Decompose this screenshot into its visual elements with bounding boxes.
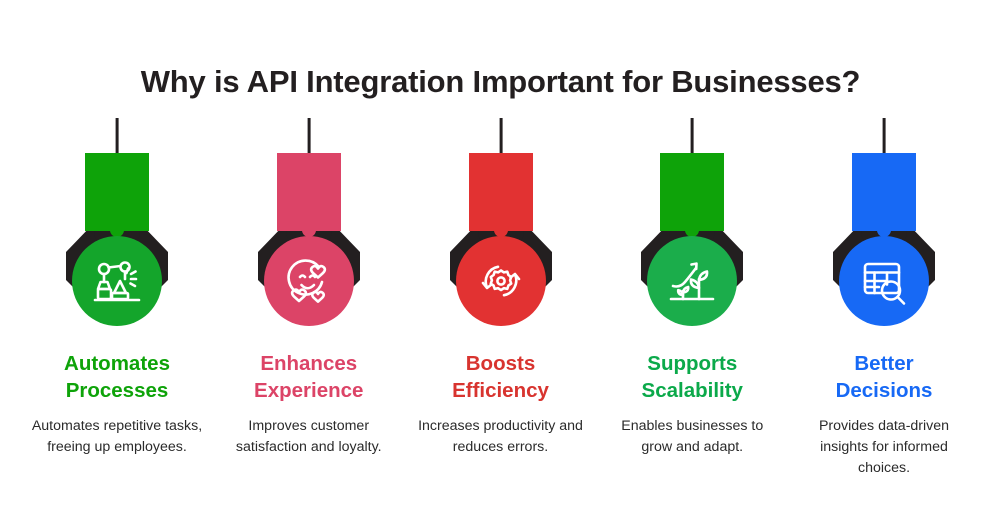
icon-circle [72,236,162,326]
icon-circle [263,236,354,326]
feature-description-enhances-experience: Improves customer satisfaction and loyal… [235,418,382,456]
stem [307,118,311,154]
stem [499,118,503,154]
color-block [660,153,725,231]
head-dot [877,230,891,237]
feature-heading-line2: Experience [254,379,364,403]
feature-description-better-decisions: Provides data-driven insights for inform… [818,418,950,477]
robot-claw-graphic-enhances-experience [214,118,404,333]
robot-claw-graphic-boosts-efficiency [406,118,596,333]
feature-description-boosts-efficiency: Increases productivity and reduces error… [418,418,583,456]
feature-heading-line1: Supports [647,352,738,375]
feature-heading-line2: Efficiency [452,379,549,403]
feature-heading-line1: Automates [64,352,170,375]
color-block [468,153,533,231]
stem [882,118,886,154]
feature-heading-line2: Scalability [641,379,743,403]
page-title: Why is API Integration Important for Bus… [140,63,861,99]
head-dot [493,230,508,237]
color-block [276,153,341,231]
feature-heading-line1: Enhances [260,352,358,375]
feature-description-automates-processes: Automates repetitive tasks, freeing up e… [31,418,203,456]
feature-heading-line2: Processes [65,379,169,403]
feature-heading-line1: Better [854,352,914,375]
head-dot [301,230,316,237]
stem [690,118,694,154]
feature-heading-line2: Decisions [835,379,933,403]
head-dot [685,230,700,237]
head-dot [110,230,124,237]
icon-circle [455,236,546,326]
robot-claw-graphic-supports-scalability [597,118,787,333]
feature-heading-line1: Boosts [465,352,536,375]
robot-claw-graphic-automates-processes [22,118,212,333]
robot-claw-graphic-better-decisions [789,118,979,333]
feature-description-supports-scalability: Enables businesses to grow and adapt. [621,418,764,456]
color-block [852,153,916,231]
color-block [85,153,149,231]
stem [115,118,119,154]
